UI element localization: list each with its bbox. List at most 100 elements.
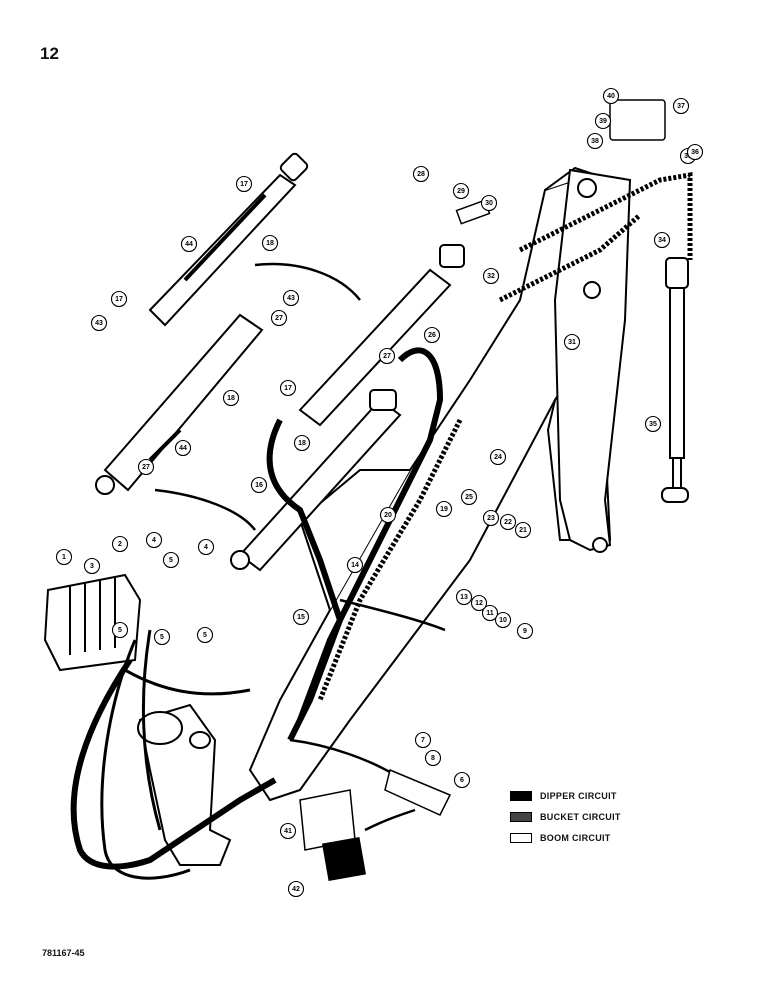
callout-c27a: 27 xyxy=(270,309,288,327)
callout-c21: 21 xyxy=(514,521,532,539)
callout-circle xyxy=(452,182,470,200)
callout-circle xyxy=(672,97,690,115)
bucket-hoses xyxy=(317,172,693,701)
callout-circle xyxy=(153,628,171,646)
callout-number: 9 xyxy=(523,628,527,635)
page-number: 12 xyxy=(40,44,59,63)
legend-item-dipper: DIPPER CIRCUIT xyxy=(510,787,621,805)
swing-tower xyxy=(137,703,232,866)
callout-c27c: 27 xyxy=(378,347,396,365)
callout-c19: 19 xyxy=(435,500,453,518)
callout-circle xyxy=(110,290,128,308)
callout-c42: 42 xyxy=(287,880,305,898)
callout-circle xyxy=(287,880,305,898)
callout-number: 18 xyxy=(227,395,235,402)
callout-c17a: 17 xyxy=(235,175,253,193)
callout-c10: 10 xyxy=(494,611,512,629)
legend-label-dipper: DIPPER CIRCUIT xyxy=(540,791,617,801)
callout-circle xyxy=(470,594,488,612)
callout-c3: 3 xyxy=(83,557,101,575)
callout-number: 25 xyxy=(465,494,473,501)
dipper-hoses xyxy=(70,347,444,870)
callout-circle xyxy=(111,535,129,553)
callout-number: 14 xyxy=(351,562,359,569)
callout-c43a: 43 xyxy=(90,314,108,332)
callout-number: 19 xyxy=(440,506,448,513)
callout-number: 21 xyxy=(519,527,527,534)
callout-c11: 11 xyxy=(481,604,499,622)
callout-circle xyxy=(83,557,101,575)
callout-circle xyxy=(55,548,73,566)
callout-c37: 37 xyxy=(672,97,690,115)
callout-number: 4 xyxy=(204,544,208,551)
bracket-6 xyxy=(384,768,452,816)
callout-number: 15 xyxy=(297,614,305,621)
legend-label-bucket: BUCKET CIRCUIT xyxy=(540,812,621,822)
callout-number: 5 xyxy=(160,634,164,641)
callout-circle xyxy=(145,531,163,549)
callout-circle xyxy=(270,309,288,327)
callout-circle xyxy=(586,132,604,150)
callout-c34: 34 xyxy=(653,231,671,249)
callout-circle xyxy=(346,556,364,574)
callout-c44a: 44 xyxy=(180,235,198,253)
callout-number: 27 xyxy=(383,353,391,360)
bucket-cylinder xyxy=(661,257,689,503)
callout-circle xyxy=(514,521,532,539)
callout-number: 40 xyxy=(607,93,615,100)
callout-number: 43 xyxy=(95,320,103,327)
callout-circle xyxy=(162,551,180,569)
callout-circle xyxy=(602,87,620,105)
circuit-legend: DIPPER CIRCUIT BUCKET CIRCUIT BOOM CIRCU… xyxy=(510,787,621,850)
callout-number: 27 xyxy=(275,315,283,322)
callout-circle xyxy=(423,326,441,344)
callout-number: 43 xyxy=(287,295,295,302)
callout-circle xyxy=(292,608,310,626)
callout-c1: 1 xyxy=(55,548,73,566)
callout-number: 1 xyxy=(62,554,66,561)
callout-c7: 7 xyxy=(414,731,432,749)
callout-circle xyxy=(453,771,471,789)
callout-circle xyxy=(282,289,300,307)
drawing-code: 781167-45 xyxy=(42,948,85,958)
callout-number: 35 xyxy=(649,421,657,428)
callout-c18b: 18 xyxy=(222,389,240,407)
callout-number: 44 xyxy=(179,445,187,452)
callout-circle xyxy=(235,175,253,193)
callout-c12: 12 xyxy=(470,594,488,612)
callout-number: 17 xyxy=(284,385,292,392)
callout-circle xyxy=(261,234,279,252)
legend-swatch-dipper xyxy=(510,791,532,801)
callout-number: 5 xyxy=(169,557,173,564)
callout-c15: 15 xyxy=(292,608,310,626)
callout-circle xyxy=(174,439,192,457)
callout-c5d: 5 xyxy=(196,626,214,644)
callout-c5b: 5 xyxy=(111,621,129,639)
callout-c39: 39 xyxy=(594,112,612,130)
callout-c31: 31 xyxy=(563,333,581,351)
callout-c36: 36 xyxy=(686,143,704,161)
callout-c26: 26 xyxy=(423,326,441,344)
callout-circle xyxy=(594,112,612,130)
callout-circle xyxy=(111,621,129,639)
callout-number: 18 xyxy=(266,240,274,247)
legend-item-boom: BOOM CIRCUIT xyxy=(510,829,621,847)
callout-circle xyxy=(563,333,581,351)
callout-c25: 25 xyxy=(460,488,478,506)
callout-c29: 29 xyxy=(452,182,470,200)
callout-circle xyxy=(378,347,396,365)
callout-circle xyxy=(293,434,311,452)
callout-number: 30 xyxy=(485,200,493,207)
callout-number: 17 xyxy=(115,296,123,303)
callout-circle xyxy=(180,235,198,253)
callout-c9: 9 xyxy=(516,622,534,640)
callout-c4a: 4 xyxy=(145,531,163,549)
callout-number: 24 xyxy=(494,454,502,461)
callout-c18c: 18 xyxy=(293,434,311,452)
callout-c27b: 27 xyxy=(137,458,155,476)
callout-circle xyxy=(435,500,453,518)
callout-number: 39 xyxy=(599,118,607,125)
callout-circle xyxy=(412,165,430,183)
callout-number: 5 xyxy=(203,632,207,639)
callout-number: 32 xyxy=(487,273,495,280)
